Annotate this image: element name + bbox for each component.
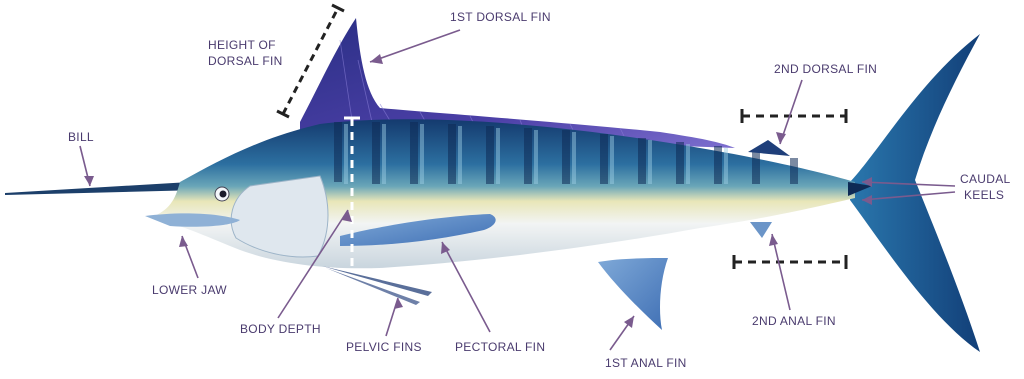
pelvic-fins-label: PELVIC FINS bbox=[346, 340, 422, 355]
body-depth-label: BODY DEPTH bbox=[240, 322, 321, 337]
first-dorsal-fin-label: 1ST DORSAL FIN bbox=[450, 10, 551, 25]
second-dorsal-fin-label: 2ND DORSAL FIN bbox=[774, 62, 877, 77]
first-anal-fin-label: 1ST ANAL FIN bbox=[605, 356, 687, 371]
height-of-dorsal-fin-label-line2: DORSAL FIN bbox=[208, 54, 283, 69]
caudal-keels-label-line1: CAUDAL bbox=[960, 172, 1010, 187]
second-anal-fin-label: 2ND ANAL FIN bbox=[752, 314, 836, 329]
bill-label: BILL bbox=[68, 130, 94, 145]
caudal-fin bbox=[850, 34, 980, 352]
bill-shape bbox=[5, 182, 200, 195]
pelvic-fins bbox=[322, 266, 432, 296]
second-anal-fin bbox=[750, 222, 772, 238]
pectoral-fin-label: PECTORAL FIN bbox=[455, 340, 545, 355]
pupil bbox=[220, 191, 227, 198]
height-of-dorsal-fin-label-line1: HEIGHT OF bbox=[208, 38, 276, 53]
caudal-keels-label-line2: KEELS bbox=[964, 188, 1004, 203]
lower-jaw-label: LOWER JAW bbox=[152, 283, 227, 298]
